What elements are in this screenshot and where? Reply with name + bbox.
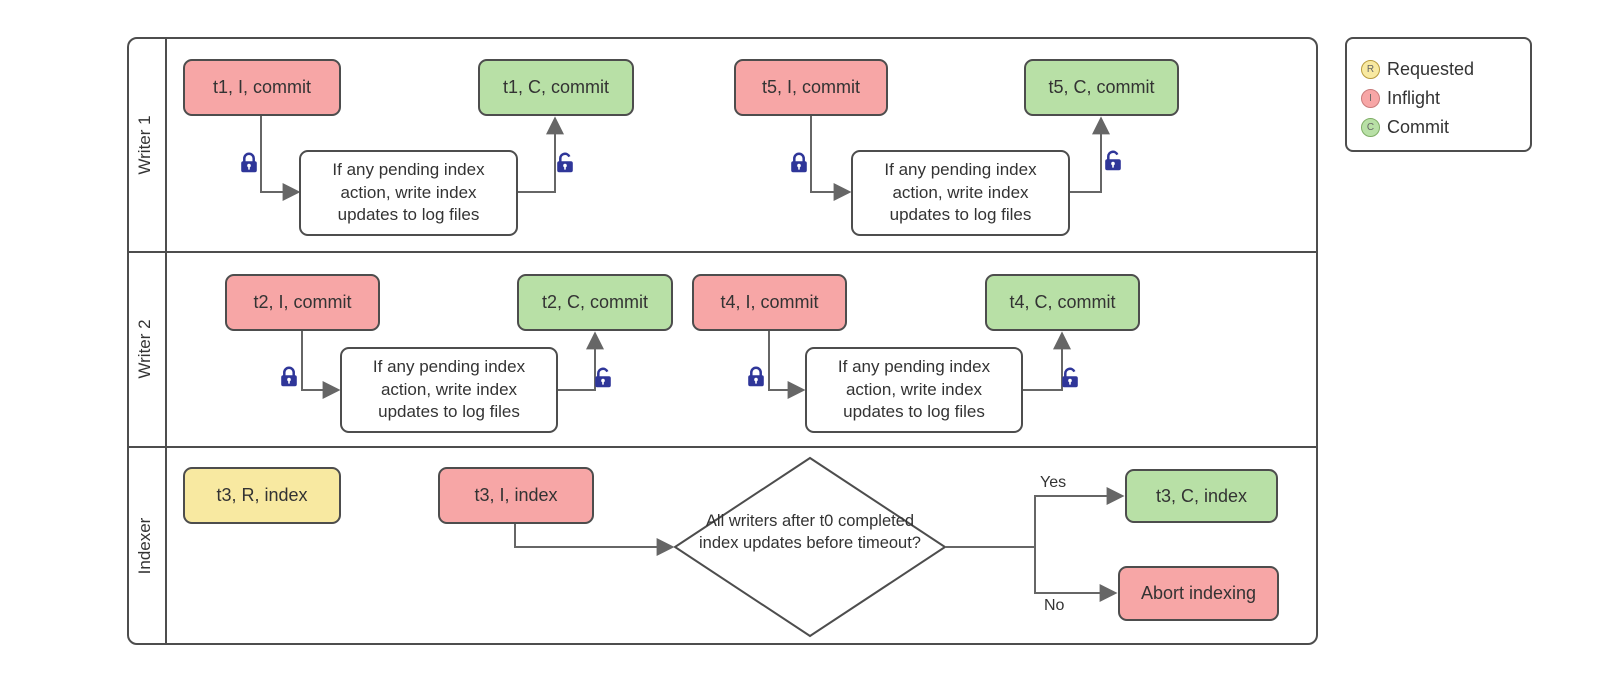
legend-item-requested: R Requested: [1361, 59, 1530, 80]
inflight-state-icon: I: [1361, 89, 1380, 108]
lock-closed-icon-w1s1: [237, 151, 261, 175]
legend-item-commit: C Commit: [1361, 117, 1530, 138]
lock-open-icon-w2s2: [1058, 366, 1082, 390]
legend-symbol-commit: C: [1366, 122, 1375, 133]
node-w1s1-process: If any pending index action, write index…: [299, 150, 518, 236]
swimlane-pool: [127, 37, 1318, 645]
node-t1-inflight: t1, I, commit: [183, 59, 341, 116]
lane-divider-2: [128, 446, 1317, 448]
legend-symbol-requested: R: [1366, 64, 1375, 75]
node-t4-inflight: t4, I, commit: [692, 274, 847, 331]
requested-state-icon: R: [1361, 60, 1380, 79]
legend-symbol-inflight: I: [1369, 93, 1372, 104]
node-t5-commit: t5, C, commit: [1024, 59, 1179, 116]
legend-label-requested: Requested: [1387, 59, 1475, 79]
node-t1-commit: t1, C, commit: [478, 59, 634, 116]
legend: R Requested I Inflight C Commit: [1345, 37, 1532, 152]
legend-label-commit: Commit: [1387, 117, 1449, 137]
lock-open-icon-w1s1: [553, 151, 577, 175]
lock-closed-icon-w2s2: [744, 365, 768, 389]
node-t2-commit: t2, C, commit: [517, 274, 673, 331]
lane-header-divider: [165, 39, 167, 643]
legend-item-inflight: I Inflight: [1361, 88, 1530, 109]
lane-label-indexer: Indexer: [135, 517, 154, 575]
node-t3-inflight: t3, I, index: [438, 467, 594, 524]
lane-divider-1: [128, 251, 1317, 253]
node-w2s2-process: If any pending index action, write index…: [805, 347, 1023, 433]
node-t2-inflight: t2, I, commit: [225, 274, 380, 331]
decision-text: All writers after t0 completed index upd…: [699, 512, 921, 553]
lane-label-writer-1: Writer 1: [135, 115, 154, 175]
yes-label: Yes: [1040, 474, 1067, 491]
legend-label-inflight: Inflight: [1387, 88, 1441, 108]
node-w2s1-process: If any pending index action, write index…: [340, 347, 558, 433]
node-w1s2-process: If any pending index action, write index…: [851, 150, 1070, 236]
lock-open-icon-w1s2: [1101, 149, 1125, 173]
lock-open-icon-w2s1: [591, 366, 615, 390]
node-t4-commit: t4, C, commit: [985, 274, 1140, 331]
commit-state-icon: C: [1361, 118, 1380, 137]
node-t3-commit: t3, C, index: [1125, 469, 1278, 523]
node-t3-requested: t3, R, index: [183, 467, 341, 524]
lane-label-writer-2: Writer 2: [135, 319, 154, 379]
lock-closed-icon-w1s2: [787, 151, 811, 175]
node-t5-inflight: t5, I, commit: [734, 59, 888, 116]
no-label: No: [1044, 597, 1065, 614]
lock-closed-icon-w2s1: [277, 365, 301, 389]
node-abort-indexing: Abort indexing: [1118, 566, 1279, 621]
